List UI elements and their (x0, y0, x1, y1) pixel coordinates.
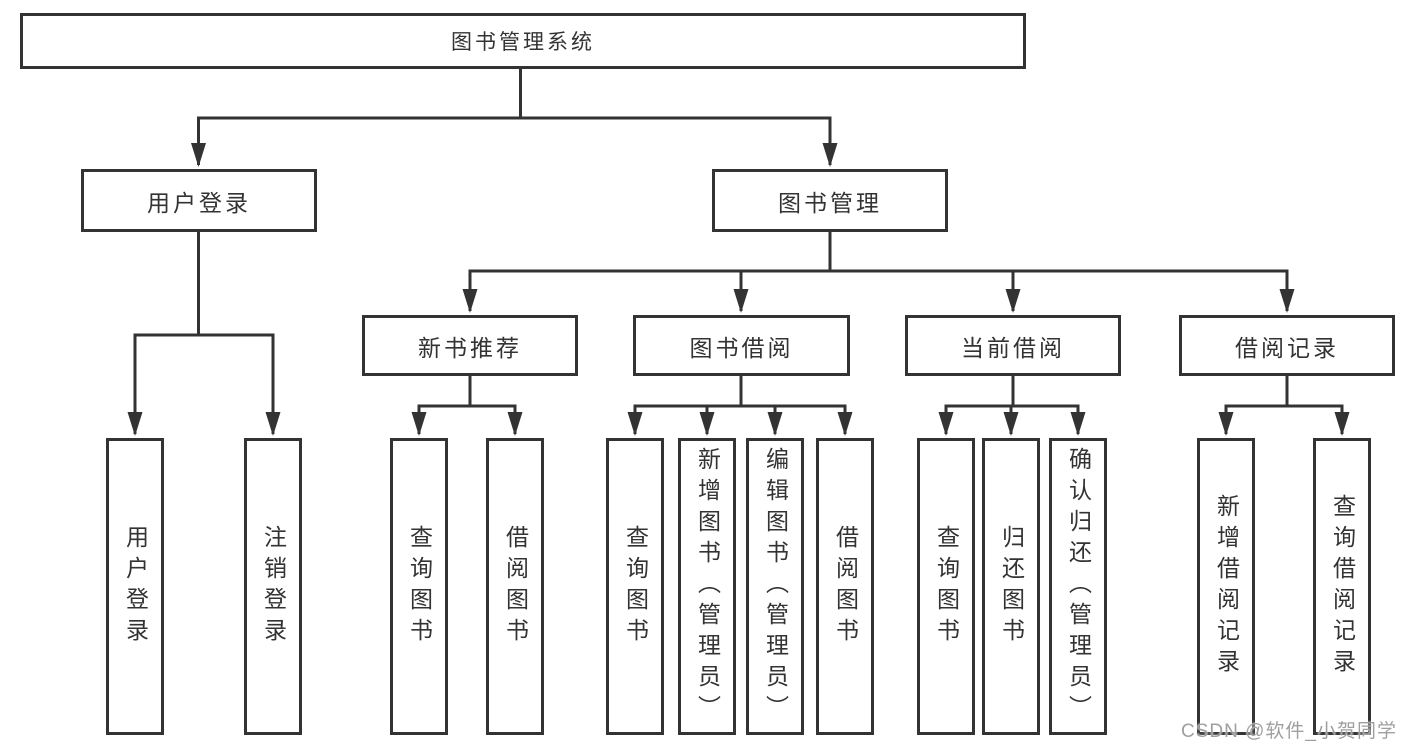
node-new-book-recommendation: 新书推荐 (362, 315, 578, 376)
leaf-borrow-books-recommend: 借阅图书 (486, 438, 544, 735)
node-label: 用户登录 (122, 524, 149, 649)
node-label: 图书管理 (778, 189, 882, 216)
node-label: 查询图书 (406, 524, 433, 649)
leaf-add-books-admin: 新增图书（管理员） (678, 438, 736, 735)
node-label: 借阅图书 (832, 524, 859, 649)
node-label: 用户登录 (147, 189, 251, 216)
node-user-login: 用户登录 (81, 169, 317, 232)
node-label: 归还图书 (998, 524, 1025, 649)
node-label: 注销登录 (260, 524, 287, 649)
node-label: 当前借阅 (961, 334, 1065, 361)
node-label: 图书借阅 (689, 334, 794, 361)
leaf-borrow-books: 借阅图书 (816, 438, 874, 735)
node-label: 借阅图书 (502, 524, 529, 649)
node-library-management-system: 图书管理系统 (20, 13, 1026, 69)
leaf-query-borrow-record: 查询借阅记录 (1313, 438, 1371, 735)
leaf-add-borrow-record: 新增借阅记录 (1197, 438, 1255, 735)
node-label: 新书推荐 (418, 334, 522, 361)
leaf-query-books-borrow: 查询图书 (606, 438, 664, 735)
leaf-confirm-return-admin: 确认归还（管理员） (1049, 438, 1107, 735)
watermark-csdn: CSDN @软件_小贺同学 (1181, 721, 1397, 742)
node-label: 查询图书 (933, 524, 960, 649)
leaf-edit-books-admin: 编辑图书（管理员） (746, 438, 804, 735)
node-label: 编辑图书（管理员） (762, 447, 789, 726)
node-book-management: 图书管理 (712, 169, 948, 232)
leaf-query-books-recommend: 查询图书 (390, 438, 448, 735)
node-borrowing-records: 借阅记录 (1179, 315, 1395, 376)
node-book-borrowing: 图书借阅 (633, 315, 850, 376)
node-label: 新增图书（管理员） (694, 447, 721, 726)
node-label: 借阅记录 (1235, 334, 1339, 361)
node-current-borrowing: 当前借阅 (905, 315, 1121, 376)
leaf-query-books-current: 查询图书 (917, 438, 975, 735)
node-label: 查询借阅记录 (1329, 493, 1356, 680)
leaf-return-books: 归还图书 (982, 438, 1040, 735)
node-label: 确认归还（管理员） (1065, 447, 1092, 726)
leaf-user-login: 用户登录 (106, 438, 164, 735)
node-label: 新增借阅记录 (1213, 493, 1240, 680)
leaf-logout: 注销登录 (244, 438, 302, 735)
node-label: 图书管理系统 (451, 31, 595, 54)
node-label: 查询图书 (622, 524, 649, 649)
